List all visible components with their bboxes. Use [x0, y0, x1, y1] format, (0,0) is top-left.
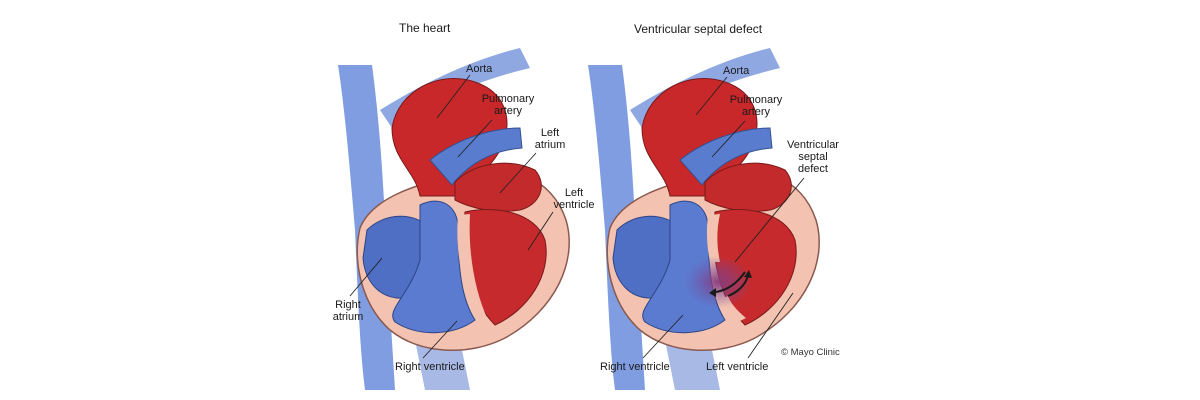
leader-right-ventricle-left	[422, 320, 458, 359]
label-right-atrium-left-line1: Right	[335, 299, 361, 311]
vsd-arrow-1-head	[709, 288, 716, 297]
label-left-ventricle-right: Left ventricle	[706, 361, 769, 373]
label-right-atrium-left-line2: atrium	[332, 311, 364, 323]
label-right-atrium-left: Right atrium	[325, 299, 371, 323]
leader-left-ventricle-left	[527, 211, 554, 251]
vsd-heart	[588, 48, 820, 390]
label-pulmonary-artery-right: Pulmonary artery	[724, 94, 788, 118]
label-aorta-left: Aorta	[466, 63, 493, 75]
label-left-atrium-left: Left atrium	[528, 127, 572, 151]
leader-left-atrium-left	[499, 152, 537, 194]
label-right-ventricle-left: Right ventricle	[395, 361, 465, 373]
mayo-clinic-credit: © Mayo Clinic	[781, 347, 840, 358]
label-pulmonary-artery-left-line2: artery	[493, 105, 523, 117]
label-vsd-right: Ventricular septal defect	[780, 139, 846, 175]
vsd-arrow-1	[715, 271, 746, 293]
label-right-ventricle-right: Right ventricle	[600, 361, 670, 373]
label-vsd-right-line1: Ventricular	[787, 139, 839, 151]
panel-title-vsd: Ventricular septal defect	[634, 22, 763, 36]
leader-right-atrium-left	[349, 257, 383, 297]
left-atrium-shape-right	[704, 162, 792, 212]
label-pulmonary-artery-right-line1: Pulmonary	[729, 94, 783, 106]
septum-left	[457, 214, 488, 322]
label-vsd-right-line2: septal	[798, 151, 828, 163]
normal-heart	[338, 48, 570, 390]
right-ventricle-shape-left	[392, 200, 476, 334]
label-left-ventricle-left: Left ventricle	[546, 187, 602, 211]
leader-right-ventricle-right	[642, 314, 684, 359]
label-left-ventricle-left-line1: Left	[564, 187, 584, 199]
label-pulmonary-artery-right-line2: artery	[741, 106, 771, 118]
leader-pulmonary-left	[457, 119, 493, 158]
septum-upper-right	[706, 214, 720, 262]
leader-vsd-right	[734, 177, 805, 263]
label-vsd-right-line3: defect	[798, 163, 828, 175]
vsd-mixing-blood	[684, 256, 752, 308]
leader-aorta-left	[436, 74, 471, 119]
leader-aorta-right	[695, 76, 728, 116]
lower-vessel-right	[665, 340, 720, 390]
label-left-atrium-left-line2: atrium	[534, 139, 566, 151]
lower-vessel-left	[415, 340, 470, 390]
label-aorta-right: Aorta	[723, 65, 750, 77]
panel-title-normal: The heart	[399, 21, 451, 35]
vsd-arrow-2	[727, 275, 749, 297]
pulmonary-artery-shape-left	[429, 127, 523, 186]
leader-pulmonary-right	[711, 120, 746, 158]
label-pulmonary-artery-left: Pulmonary artery	[476, 93, 540, 117]
label-pulmonary-artery-left-line1: Pulmonary	[481, 93, 535, 105]
label-left-ventricle-left-line2: ventricle	[553, 199, 595, 211]
leader-left-ventricle-right	[747, 292, 794, 359]
vsd-arrow-2-head	[744, 270, 752, 278]
leader-lines	[349, 74, 805, 359]
label-left-atrium-left-line1: Left	[540, 127, 560, 139]
left-atrium-shape-left	[454, 162, 542, 212]
pulmonary-artery-shape-right	[679, 127, 773, 186]
